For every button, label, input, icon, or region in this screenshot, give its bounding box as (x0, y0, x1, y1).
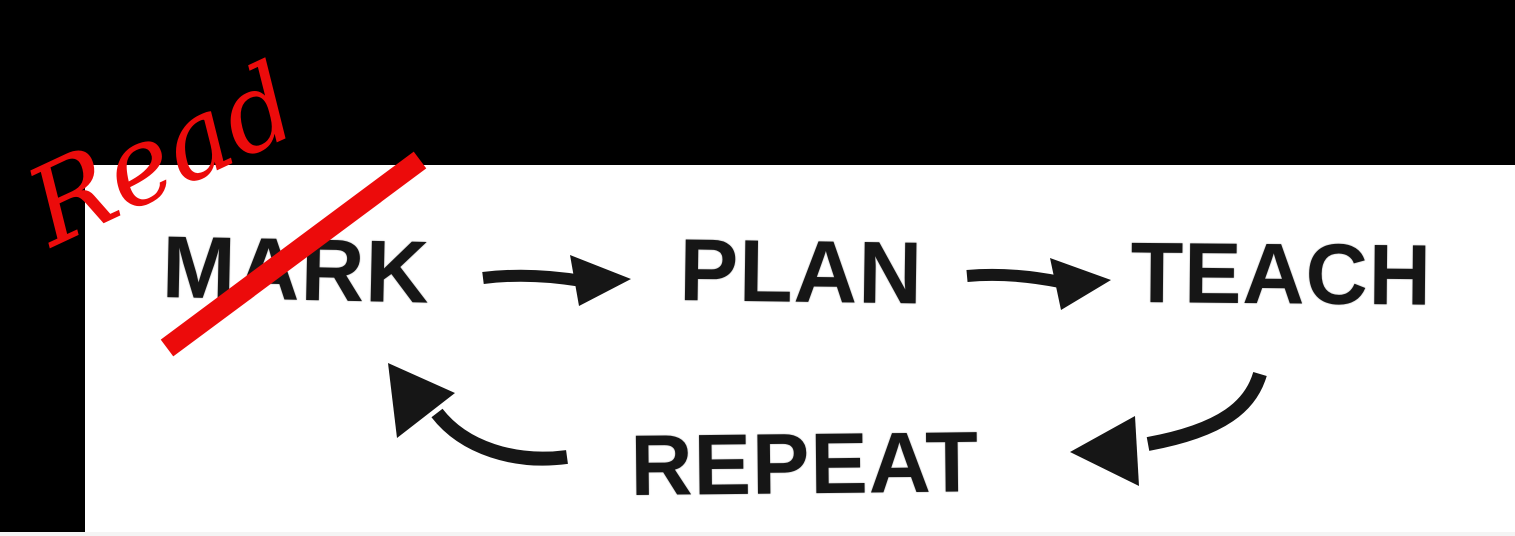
node-repeat: REPEAT (629, 414, 980, 514)
paper-bottom-edge (0, 532, 1515, 536)
node-teach: TEACH (1130, 225, 1433, 324)
node-mark: MARK (161, 217, 432, 322)
node-plan: PLAN (678, 220, 924, 323)
